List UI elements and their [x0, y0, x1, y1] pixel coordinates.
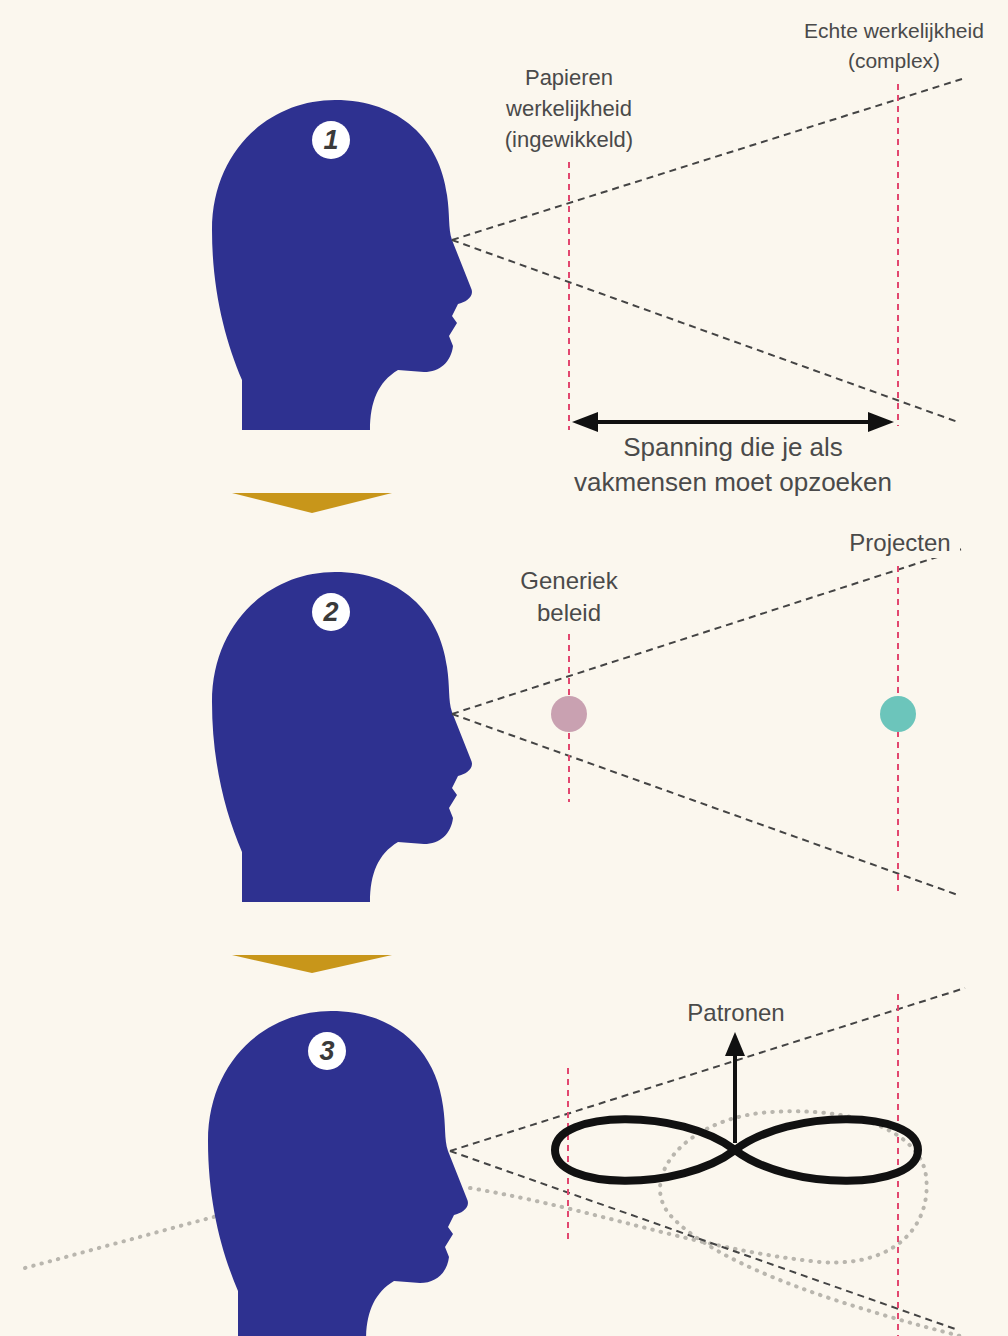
- callout-number: 2: [312, 593, 350, 631]
- arrow-head: [868, 412, 894, 432]
- reality-line: [568, 162, 570, 430]
- patterns-label: Patronen: [676, 998, 796, 1028]
- reality-label: Papieren werkelijkheid (ingewikkeld): [484, 62, 654, 155]
- arrow-head: [725, 1032, 745, 1056]
- callout-number: 1: [312, 121, 350, 159]
- panel-two: [212, 548, 965, 902]
- head-silhouette: [208, 1011, 468, 1336]
- dotted-trail: [470, 1111, 960, 1336]
- view-line: [452, 548, 965, 714]
- reality-line: [897, 994, 899, 1336]
- head-silhouette: [212, 100, 472, 430]
- head-silhouette: [212, 572, 472, 902]
- dotted-trail: [25, 1213, 228, 1268]
- reality-label: Echte werkelijkheid (complex): [785, 16, 1003, 76]
- step-triangle: [232, 955, 392, 973]
- tension-label: Spanning die je als vakmensen moet opzoe…: [563, 430, 903, 500]
- view-line: [452, 714, 958, 895]
- policy-label: Generiek beleid: [504, 565, 634, 629]
- callout-number: 3: [308, 1032, 346, 1070]
- tension-arrow: [592, 420, 874, 424]
- project-dot: [880, 696, 916, 732]
- panel-three: [25, 988, 965, 1336]
- policy-dot: [551, 696, 587, 732]
- view-line: [452, 240, 958, 422]
- reality-line: [897, 84, 899, 426]
- arrow-head: [572, 412, 598, 432]
- reality-line: [567, 1068, 569, 1240]
- projects-label: Projecten: [840, 528, 960, 558]
- step-triangle: [232, 493, 392, 513]
- pattern-arrow: [733, 1050, 737, 1143]
